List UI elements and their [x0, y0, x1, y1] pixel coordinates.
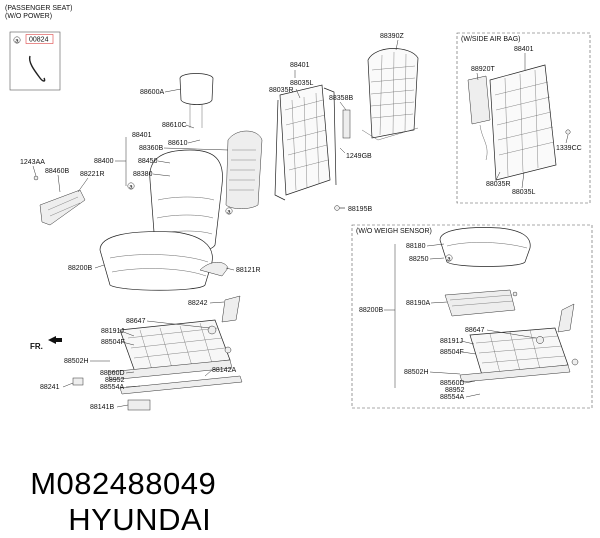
seat-frame-lower — [107, 295, 243, 395]
label-88400[interactable]: 88400 — [94, 158, 114, 165]
screw-1243aa — [33, 175, 39, 181]
label-88952[interactable]: 88952 — [105, 377, 125, 384]
cover-88121r — [199, 262, 229, 277]
label-sab-88035r[interactable]: 88035R — [486, 181, 511, 188]
label-88358b[interactable]: 88358B — [329, 95, 353, 102]
label-sab-88035l[interactable]: 88035L — [512, 189, 535, 196]
label-ws-88250[interactable]: 88250 — [409, 256, 429, 263]
label-88360b[interactable]: 88360B — [139, 145, 163, 152]
label-ws-88952[interactable]: 88952 — [445, 387, 465, 394]
footer-brand: HYUNDAI — [68, 502, 212, 537]
label-88600a[interactable]: 88600A — [140, 89, 164, 96]
label-ws-88554a[interactable]: 88554A — [440, 394, 464, 401]
label-ws-88647[interactable]: 88647 — [465, 327, 485, 334]
back-pad — [225, 130, 263, 209]
front-direction-arrow: FR. — [30, 336, 62, 351]
callout-a-2: a — [127, 182, 135, 190]
inset-marker: a — [15, 38, 19, 44]
label-ws-88560d[interactable]: 88560D — [440, 380, 465, 387]
label-sab-1339cc[interactable]: 1339CC — [556, 145, 582, 152]
headrest — [179, 73, 214, 128]
label-ws-88190a[interactable]: 88190A — [406, 300, 430, 307]
svg-text:a: a — [129, 184, 133, 190]
part-88141b — [127, 399, 151, 411]
label-88380[interactable]: 88380 — [133, 171, 153, 178]
label-1243aa[interactable]: 1243AA — [20, 159, 45, 166]
header-line-2: (W/O POWER) — [5, 13, 52, 20]
bracket-88358b — [342, 109, 351, 139]
front-direction-label: FR. — [30, 342, 43, 351]
inset-box: a 00824 — [9, 31, 61, 91]
footer-part-number: M082488049 — [30, 466, 217, 501]
label-88142a[interactable]: 88142A — [212, 367, 236, 374]
footer: M082488049 HYUNDAI — [12, 430, 592, 537]
back-frame — [274, 84, 337, 201]
part-88241 — [72, 377, 84, 386]
label-88221r[interactable]: 88221R — [80, 171, 105, 178]
seat-cushion — [99, 231, 213, 291]
label-88035r-top[interactable]: 88035R — [269, 87, 294, 94]
label-ws-88200b[interactable]: 88200B — [359, 307, 383, 314]
label-ws-88502h[interactable]: 88502H — [404, 369, 429, 376]
side-cover — [39, 189, 86, 226]
label-88242[interactable]: 88242 — [188, 300, 208, 307]
inset-part-label[interactable]: 00824 — [29, 37, 49, 44]
svg-text:a: a — [227, 209, 231, 215]
svg-text:a: a — [447, 256, 451, 262]
label-88191j[interactable]: 88191J — [101, 328, 124, 335]
label-88121r[interactable]: 88121R — [236, 267, 261, 274]
label-88554a[interactable]: 88554A — [100, 384, 124, 391]
label-1249gb[interactable]: 1249GB — [346, 153, 372, 160]
label-ws-88180[interactable]: 88180 — [406, 243, 426, 250]
side-airbag-title: (W/SIDE AIR BAG) — [461, 36, 521, 43]
callout-a-1: a — [225, 207, 233, 215]
label-88502h[interactable]: 88502H — [64, 358, 89, 365]
label-88460b[interactable]: 88460B — [45, 168, 69, 175]
side-airbag-box: (W/SIDE AIR BAG) — [456, 32, 591, 204]
label-ws-88191j[interactable]: 88191J — [440, 338, 463, 345]
label-88390z[interactable]: 88390Z — [380, 33, 404, 40]
label-88560d[interactable]: 88560D — [100, 370, 125, 377]
label-88610[interactable]: 88610 — [168, 140, 188, 147]
label-ws-88504f[interactable]: 88504F — [440, 349, 464, 356]
header-line-1: (PASSENGER SEAT) — [5, 5, 72, 12]
label-88401-mid[interactable]: 88401 — [132, 132, 152, 139]
label-88647[interactable]: 88647 — [126, 318, 146, 325]
spring-mat — [361, 48, 419, 141]
weigh-sensor-box: (W/O WEIGH SENSOR) a — [351, 224, 593, 409]
label-88401-top[interactable]: 88401 — [290, 62, 310, 69]
label-88610c[interactable]: 88610C — [162, 122, 187, 129]
label-88195b[interactable]: 88195B — [348, 206, 372, 213]
label-88200b[interactable]: 88200B — [68, 265, 92, 272]
parts-diagram: (PASSENGER SEAT) (W/O POWER) a 00824 a — [5, 5, 593, 411]
label-sab-88401[interactable]: 88401 — [514, 46, 534, 53]
label-88241[interactable]: 88241 — [40, 384, 60, 391]
weigh-sensor-title: (W/O WEIGH SENSOR) — [356, 228, 432, 235]
label-88141b[interactable]: 88141B — [90, 404, 114, 411]
label-88450[interactable]: 88450 — [138, 158, 158, 165]
label-sab-88920t[interactable]: 88920T — [471, 66, 495, 73]
label-88504f[interactable]: 88504F — [101, 339, 125, 346]
label-88035l-top[interactable]: 88035L — [290, 80, 313, 87]
